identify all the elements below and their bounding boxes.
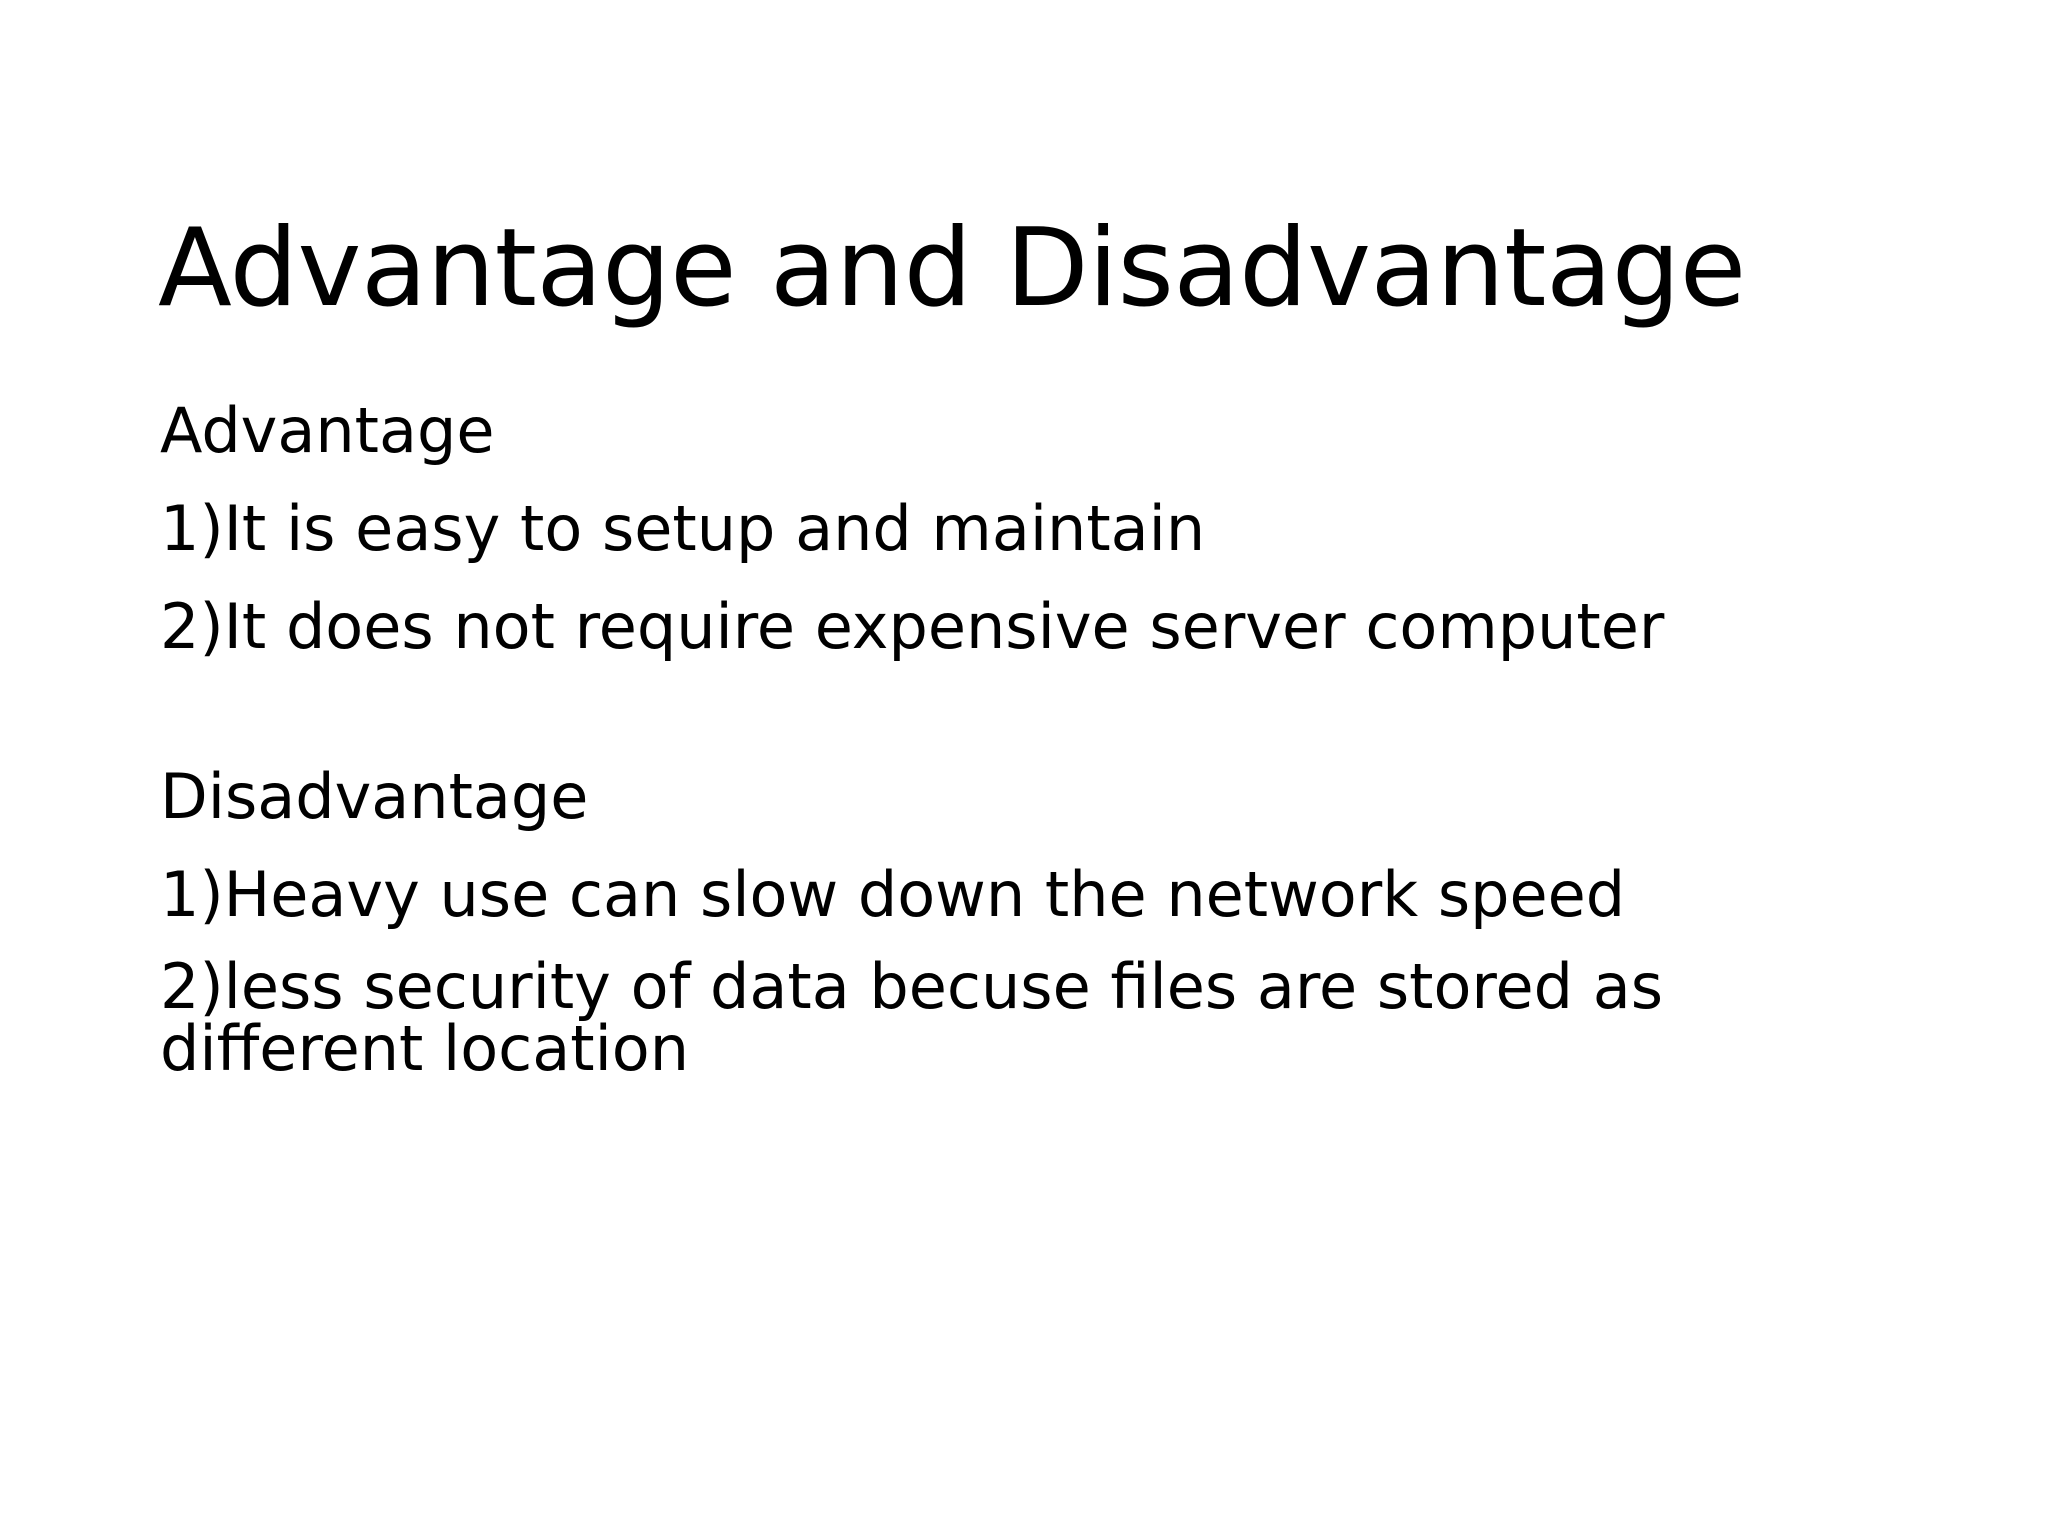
list-item: 1)It is easy to setup and maintain <box>160 492 1206 565</box>
slide-body: Advantage 1)It is easy to setup and main… <box>160 400 1950 1080</box>
section-heading-advantage: Advantage <box>160 394 495 467</box>
page-title: Advantage and Disadvantage <box>158 206 1746 332</box>
list-item: 2)less security of data becuse files are… <box>160 950 1664 1085</box>
list-item: 2)It does not require expensive server c… <box>160 590 1665 663</box>
section-spacer <box>160 658 1950 766</box>
list-item: 1)Heavy use can slow down the network sp… <box>160 858 1626 931</box>
section-heading-disadvantage: Disadvantage <box>160 760 589 833</box>
